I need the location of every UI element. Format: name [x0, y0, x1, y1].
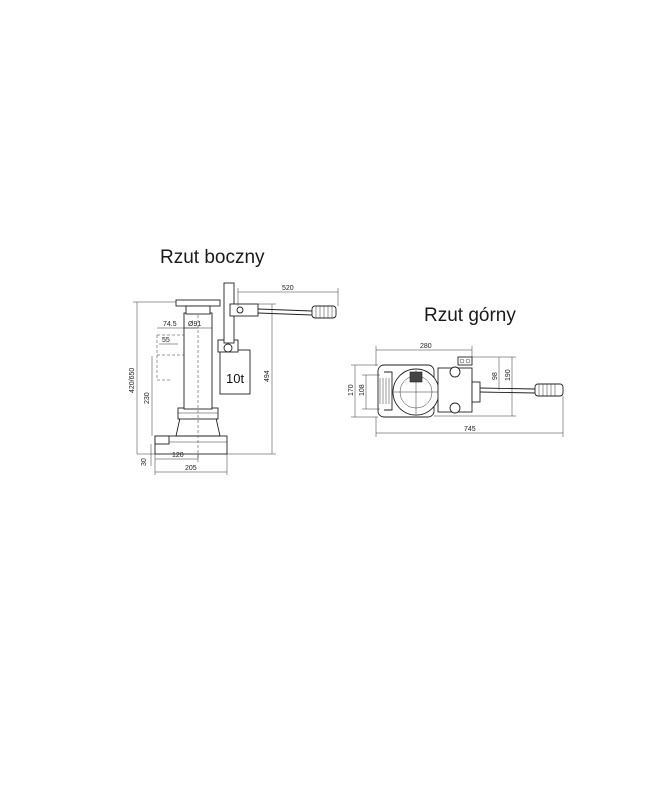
svg-text:30: 30 — [141, 458, 148, 466]
handle-bracket — [229, 303, 259, 317]
svg-text:520: 520 — [282, 285, 294, 292]
svg-text:74.5: 74.5 — [163, 321, 177, 328]
svg-text:108: 108 — [359, 384, 366, 396]
dim-total-length: 745 — [375, 396, 564, 437]
svg-text:745: 745 — [464, 426, 476, 433]
dim-toe-height: 55 — [159, 337, 178, 345]
jack-foot — [154, 435, 170, 445]
svg-text:98: 98 — [492, 372, 499, 380]
handle-bar — [257, 308, 313, 312]
pump-reservoir — [219, 349, 251, 395]
top-view-title: Rzut górny — [424, 305, 516, 326]
jack-ram-top — [185, 305, 211, 315]
top-release-valve — [457, 356, 473, 366]
dim-ram-diameter: Ø91 — [184, 321, 212, 329]
side-view: Rzut boczny 10t — [129, 247, 339, 475]
svg-text:205: 205 — [185, 465, 197, 472]
top-toe — [379, 378, 390, 404]
dim-total-height: 494 — [227, 303, 276, 455]
svg-text:280: 280 — [420, 343, 432, 350]
svg-text:120: 120 — [172, 452, 184, 459]
svg-text:Ø91: Ø91 — [188, 321, 201, 328]
dim-height-range: 420/650 — [129, 301, 176, 454]
svg-text:170: 170 — [348, 384, 355, 396]
dim-lower-height: 230 — [144, 356, 153, 436]
dim-base-width: 205 — [154, 454, 228, 475]
top-handle-bar — [479, 387, 536, 390]
dim-body-length: 280 — [375, 343, 473, 366]
svg-text:55: 55 — [162, 337, 170, 344]
dim-inner-width: 108 — [359, 374, 380, 410]
svg-text:420/650: 420/650 — [129, 368, 136, 393]
svg-text:230: 230 — [144, 392, 151, 404]
dim-base-thickness: 30 — [137, 444, 155, 466]
dim-handle-reach: 520 — [237, 285, 339, 306]
top-handle-grip — [534, 383, 564, 397]
dim-foot-width: 120 — [155, 452, 199, 462]
dim-total-width: 170 — [348, 364, 378, 418]
dim-handle-width: 190 — [434, 356, 516, 417]
dim-pump-width: 98 — [472, 356, 503, 390]
top-view: Rzut górny — [348, 305, 564, 437]
capacity-label: 10t — [226, 371, 244, 386]
svg-text:190: 190 — [505, 369, 512, 381]
jack-head — [175, 299, 221, 307]
svg-text:494: 494 — [264, 370, 271, 382]
side-view-title: Rzut boczny — [160, 247, 265, 268]
